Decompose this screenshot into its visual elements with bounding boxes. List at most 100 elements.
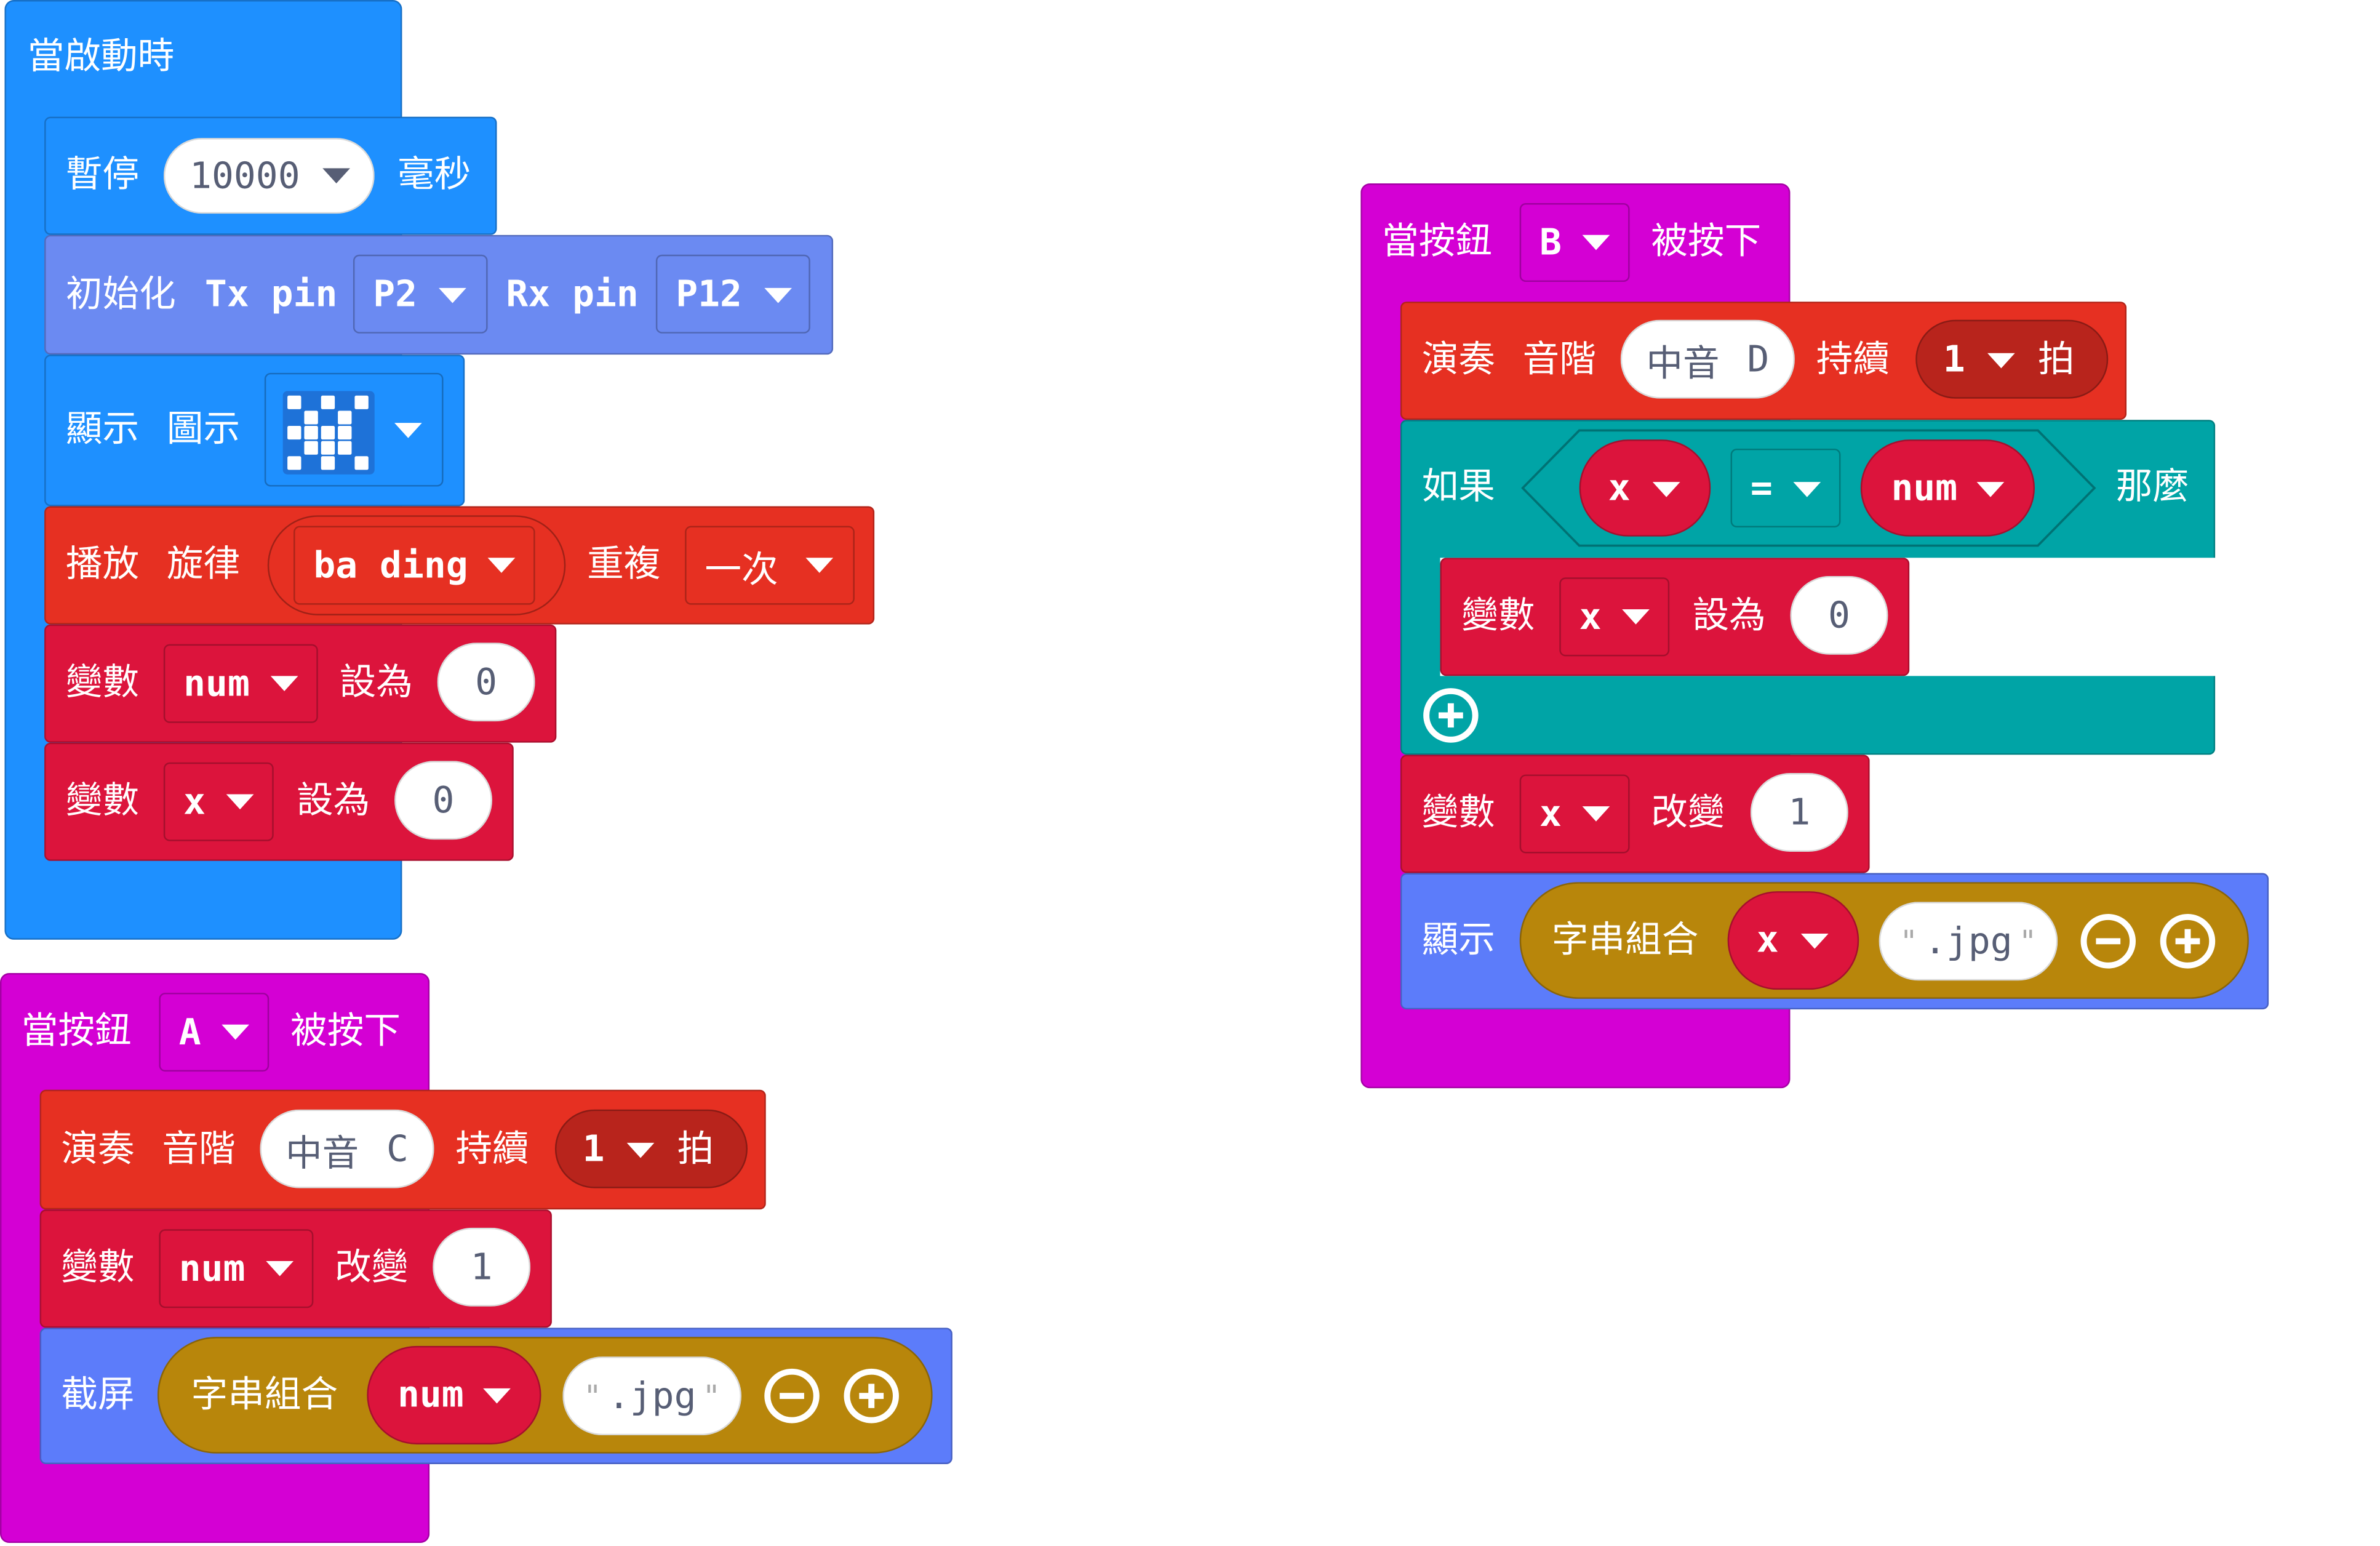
pressed-label: 被按下 <box>290 1009 401 1052</box>
join-var-value: num <box>397 1373 464 1416</box>
repeat-label: 重複 <box>587 542 661 585</box>
beats-dropdown[interactable] <box>1915 319 2109 399</box>
if-set-x-var-value: x <box>1579 595 1602 638</box>
string-value: .jpg <box>607 1374 697 1417</box>
join-label: 字串組合 <box>1551 918 1699 961</box>
change-x-value-input[interactable]: 1 <box>1750 772 1848 852</box>
join-var-value: x <box>1756 918 1779 961</box>
play-tone-label: 演奏 <box>61 1127 135 1171</box>
chevron-down-icon <box>1582 234 1610 250</box>
melody-dropdown[interactable]: ba ding <box>294 526 535 605</box>
compare-operator-value: = <box>1750 467 1773 510</box>
melody-value: ba ding <box>313 544 468 587</box>
tx-pin-label: Tx pin <box>204 273 338 316</box>
serial-init-label: 初始化 <box>65 273 176 316</box>
variable-label: 變數 <box>61 1246 135 1289</box>
chevron-down-icon <box>483 1388 511 1404</box>
when-button-label: 當按鈕 <box>21 1009 132 1052</box>
remove-input-icon[interactable] <box>2080 914 2136 969</box>
chevron-down-icon <box>322 168 350 183</box>
note-letter: C <box>386 1127 409 1171</box>
remove-input-icon[interactable] <box>764 1368 820 1424</box>
duration-label: 持續 <box>1816 338 1890 381</box>
rx-pin-value: P12 <box>676 273 742 316</box>
compare-operator-dropdown[interactable]: = <box>1730 448 1841 528</box>
melody-label: 旋律 <box>166 542 241 585</box>
if-set-x-value: 0 <box>1827 594 1850 637</box>
duration-label: 持續 <box>455 1127 529 1171</box>
change-num-value-input[interactable]: 1 <box>433 1227 531 1307</box>
change-by-label: 改變 <box>1651 791 1725 834</box>
variable-label: 變數 <box>1421 791 1495 834</box>
show-label: 顯示 <box>1421 918 1495 961</box>
change-num-value: 1 <box>470 1246 493 1289</box>
compare-left-var-reporter[interactable] <box>1579 439 1711 537</box>
chevron-down-icon <box>1793 482 1821 497</box>
add-input-icon[interactable] <box>844 1368 899 1424</box>
show-label: 顯示 <box>65 407 140 451</box>
screenshot-label: 截屏 <box>61 1373 135 1416</box>
variable-label: 變數 <box>65 660 140 703</box>
repeat-dropdown[interactable]: 一次 <box>685 526 855 605</box>
quote-close: " <box>2018 923 2037 959</box>
if-set-x-var-dropdown[interactable]: x <box>1559 577 1670 657</box>
note-d-input[interactable]: 中音 D <box>1620 319 1795 399</box>
note-c-input[interactable]: 中音 C <box>260 1109 434 1188</box>
set-x-value-input[interactable]: 0 <box>394 761 493 840</box>
pause-duration-dropdown[interactable]: 10000 <box>163 138 375 214</box>
button-a-dropdown[interactable]: A <box>159 993 270 1072</box>
tx-pin-value: P2 <box>373 273 418 316</box>
set-to-label: 設為 <box>339 660 413 703</box>
string-input[interactable]: " .jpg " <box>1879 902 2058 981</box>
change-x-var-value: x <box>1539 792 1562 835</box>
led-pattern-icon <box>282 391 375 475</box>
set-x-var-dropdown[interactable]: x <box>163 762 274 841</box>
chevron-down-icon <box>626 1142 655 1158</box>
compare-right-value: num <box>1891 467 1958 510</box>
pressed-label: 被按下 <box>1651 220 1762 263</box>
tx-pin-dropdown[interactable]: P2 <box>353 254 488 334</box>
note-name: 中音 <box>286 1131 359 1174</box>
chevron-down-icon <box>394 423 422 438</box>
join-var-x-reporter[interactable] <box>1727 891 1859 990</box>
pause-unit-label: 毫秒 <box>397 153 471 196</box>
rx-pin-label: Rx pin <box>506 273 639 316</box>
add-else-icon[interactable] <box>1423 688 1479 743</box>
scale-label: 音階 <box>162 1127 236 1171</box>
change-x-var-dropdown[interactable]: x <box>1519 774 1630 854</box>
note-letter: D <box>1747 338 1770 381</box>
chevron-down-icon <box>1652 482 1680 497</box>
chevron-down-icon <box>1800 934 1829 949</box>
chevron-down-icon <box>270 676 298 691</box>
set-to-label: 設為 <box>297 779 370 822</box>
string-input[interactable]: " .jpg " <box>562 1356 742 1436</box>
chevron-down-icon <box>222 1024 249 1040</box>
change-x-value: 1 <box>1788 791 1811 834</box>
beat-label: 拍 <box>677 1127 714 1171</box>
compare-right-var-reporter[interactable] <box>1860 439 2035 537</box>
quote-open: " <box>583 1377 602 1414</box>
join-var-num-reporter[interactable] <box>367 1345 541 1444</box>
chevron-down-icon <box>487 558 516 573</box>
button-b-dropdown[interactable]: B <box>1519 203 1630 282</box>
button-b-value: B <box>1539 221 1562 264</box>
if-set-x-value-input[interactable]: 0 <box>1790 575 1888 655</box>
set-to-label: 設為 <box>1692 594 1766 637</box>
quote-close: " <box>702 1377 721 1414</box>
beats-value: 1 <box>582 1127 605 1171</box>
join-label: 字串組合 <box>191 1373 338 1416</box>
set-x-var-value: x <box>183 780 206 823</box>
chevron-down-icon <box>439 287 466 303</box>
beats-value: 1 <box>1943 338 1965 381</box>
add-input-icon[interactable] <box>2160 914 2216 969</box>
string-value: .jpg <box>1924 919 2013 963</box>
chevron-down-icon <box>226 794 254 810</box>
chevron-down-icon <box>764 287 793 303</box>
play-label: 播放 <box>65 542 140 585</box>
pause-label: 暫停 <box>65 153 140 196</box>
set-num-value-input[interactable]: 0 <box>437 643 535 722</box>
beat-label: 拍 <box>2037 338 2075 381</box>
button-a-value: A <box>178 1011 201 1054</box>
chevron-down-icon <box>1976 482 2005 497</box>
